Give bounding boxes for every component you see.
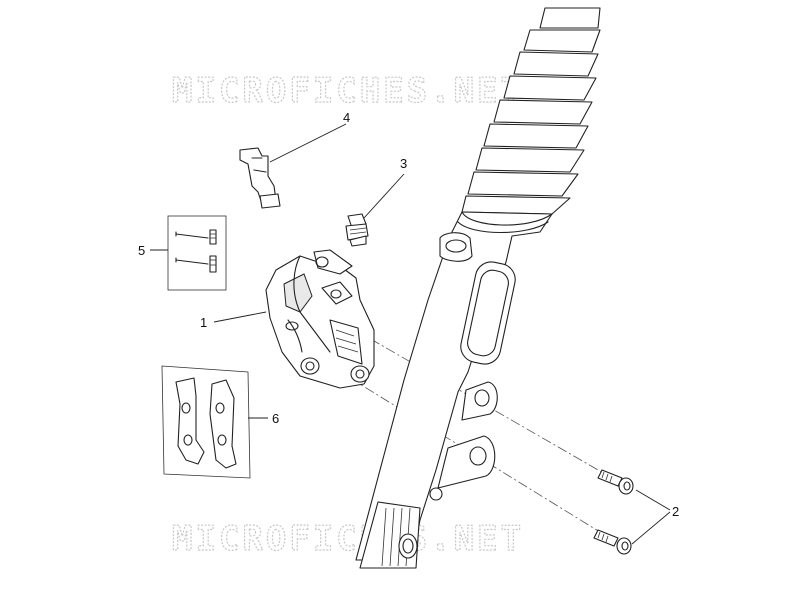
fork-caliper-mount-lower <box>437 435 496 489</box>
callout-5: 5 <box>138 243 145 258</box>
part-3-bleed-screw <box>345 213 369 247</box>
watermark-top: MICROFICHES.NET <box>172 71 524 111</box>
part-4-hose-bracket <box>239 147 281 209</box>
part-5-frame <box>167 215 227 291</box>
part-6-frame <box>161 365 251 479</box>
pin-lower <box>175 255 217 273</box>
leader-lines <box>150 123 671 545</box>
fork-reflector <box>460 261 516 365</box>
callout-3: 3 <box>400 156 407 171</box>
callout-2: 2 <box>672 504 679 519</box>
pin-upper <box>175 229 217 245</box>
fork-slider <box>355 211 553 561</box>
callout-1: 1 <box>200 315 207 330</box>
brake-pad-right <box>209 379 237 469</box>
part-1-brake-caliper <box>265 249 375 389</box>
fork-leg <box>355 7 601 569</box>
part-6-brake-pads <box>161 365 251 479</box>
callout-labels: 1 2 3 4 5 6 <box>138 110 679 519</box>
part-2-screws <box>593 469 634 555</box>
fork-caliper-mount-upper <box>461 381 498 421</box>
screw-lower <box>593 529 632 555</box>
brake-pad-left <box>175 377 205 465</box>
watermark-bottom: MICROFICHES.NET <box>172 519 524 559</box>
part-5-pin-kit <box>167 215 227 291</box>
fork-gaiter <box>461 7 601 215</box>
screw-upper <box>597 469 634 495</box>
callout-6: 6 <box>272 411 279 426</box>
callout-4: 4 <box>343 110 350 125</box>
